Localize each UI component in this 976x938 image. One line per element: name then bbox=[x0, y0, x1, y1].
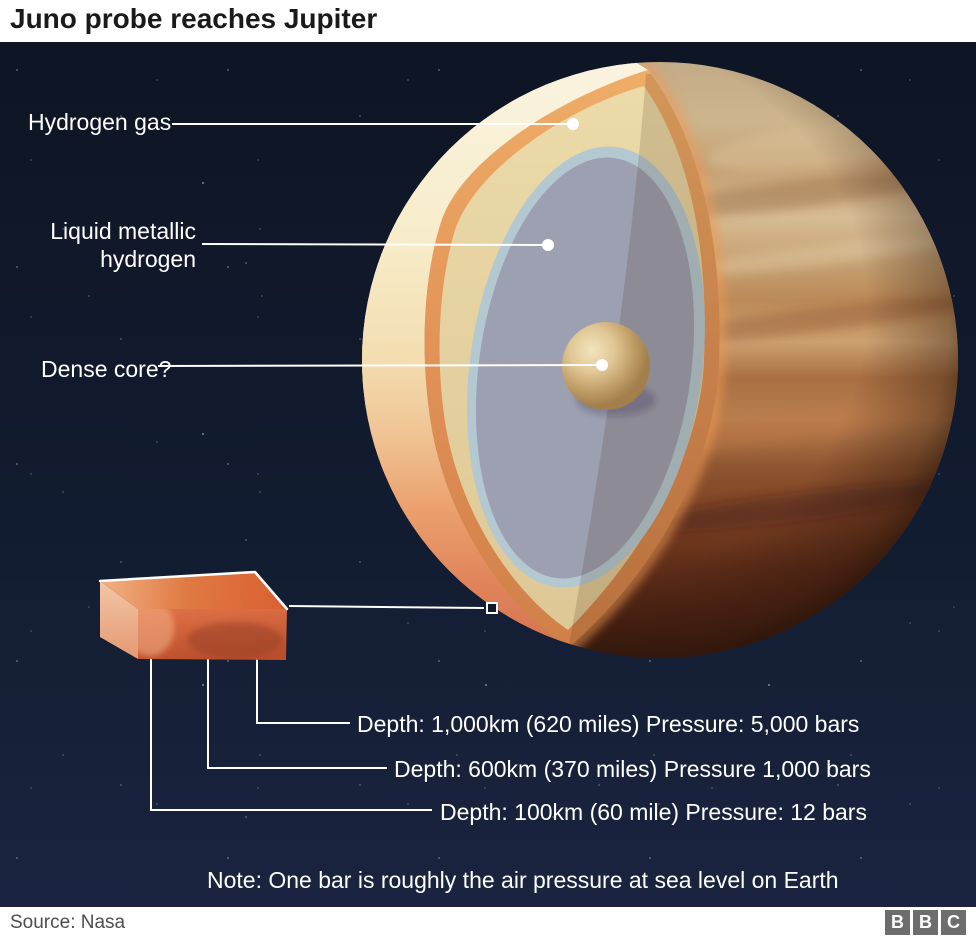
depth-label-100km: Depth: 100km (60 mile) Pressure: 12 bars bbox=[440, 799, 867, 825]
sample-block-top-face bbox=[100, 572, 287, 609]
bbc-logo: B B C bbox=[885, 910, 966, 935]
atmosphere-sample-block bbox=[98, 570, 289, 660]
dense-core-label: Dense core? bbox=[41, 356, 172, 382]
sample-square-marker bbox=[486, 602, 498, 614]
liquid-metallic-line1: Liquid metallic bbox=[50, 218, 196, 244]
note-text: Note: One bar is roughly the air pressur… bbox=[207, 867, 839, 893]
page-title: Juno probe reaches Jupiter bbox=[10, 3, 378, 34]
liquid-metallic-callout-dot bbox=[542, 239, 554, 251]
liquid-metallic-line2: hydrogen bbox=[100, 246, 196, 272]
bbc-logo-block-3: C bbox=[941, 910, 966, 935]
liquid-metallic-hydrogen-label: Liquid metallic hydrogen bbox=[20, 217, 196, 273]
depth-label-1000km: Depth: 1,000km (620 miles) Pressure: 5,0… bbox=[357, 711, 860, 737]
depth2-callout-line bbox=[207, 658, 387, 769]
hydrogen-gas-callout-dot bbox=[567, 118, 579, 130]
planet bbox=[362, 62, 958, 658]
bbc-logo-block-2: B bbox=[913, 910, 938, 935]
dense-core-callout-line bbox=[157, 364, 597, 367]
liquid-metallic-callout-line bbox=[201, 243, 543, 246]
source-credit: Source: Nasa bbox=[10, 912, 126, 933]
depth-label-600km: Depth: 600km (370 miles) Pressure 1,000 … bbox=[394, 756, 871, 782]
callout-lines bbox=[150, 123, 597, 811]
sample-connector-line bbox=[288, 605, 485, 609]
depth3-callout-line bbox=[150, 658, 432, 811]
hydrogen-gas-label: Hydrogen gas bbox=[28, 109, 172, 135]
header-bar: Juno probe reaches Jupiter bbox=[0, 0, 976, 42]
sample-block-left-face bbox=[100, 581, 138, 659]
depth1-callout-line bbox=[256, 658, 350, 724]
footer-bar: Source: Nasa B B C bbox=[0, 907, 976, 938]
dense-core-callout-dot bbox=[596, 359, 608, 371]
bbc-logo-block-1: B bbox=[885, 910, 910, 935]
callout-dots bbox=[542, 118, 608, 371]
